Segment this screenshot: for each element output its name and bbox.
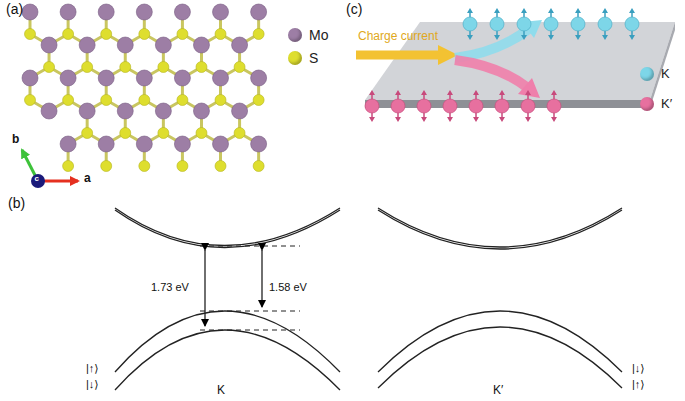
legend-swatch xyxy=(640,67,654,81)
legend-entry: Mo xyxy=(288,27,328,43)
axis-label: a xyxy=(84,172,91,185)
band-label: K′ xyxy=(493,384,503,397)
panel-label: (c) xyxy=(346,2,362,17)
band-label: 1.58 eV xyxy=(268,281,308,293)
legend-entry: K xyxy=(640,66,670,81)
current-label: Charge current xyxy=(358,30,438,43)
band-diagram xyxy=(115,208,622,390)
band-label: |↑⟩ xyxy=(86,362,99,374)
legend-swatch xyxy=(288,28,302,42)
band-label: 1.73 eV xyxy=(150,281,190,293)
valley-carriers xyxy=(365,8,639,122)
axes xyxy=(22,150,78,188)
legend-swatch xyxy=(288,51,302,65)
legend-text: K xyxy=(661,66,670,81)
legend-text: K′ xyxy=(661,96,672,111)
panel-label: (b) xyxy=(8,196,25,211)
panel-label: (a) xyxy=(6,2,23,17)
band-label: K xyxy=(217,384,225,397)
mos2-lattice xyxy=(22,4,267,172)
legend-entry: S xyxy=(288,50,318,66)
legend-swatch xyxy=(640,97,654,111)
band-label: |↑⟩ xyxy=(632,378,645,390)
axis-label: c xyxy=(35,175,39,184)
legend-text: Mo xyxy=(309,27,328,43)
band-label: |↓⟩ xyxy=(86,378,99,390)
legend-entry: K′ xyxy=(640,96,672,111)
axis-label: b xyxy=(12,133,19,146)
valley-hall-plate xyxy=(356,20,675,108)
legend-text: S xyxy=(309,50,318,66)
band-label: |↓⟩ xyxy=(632,362,645,374)
